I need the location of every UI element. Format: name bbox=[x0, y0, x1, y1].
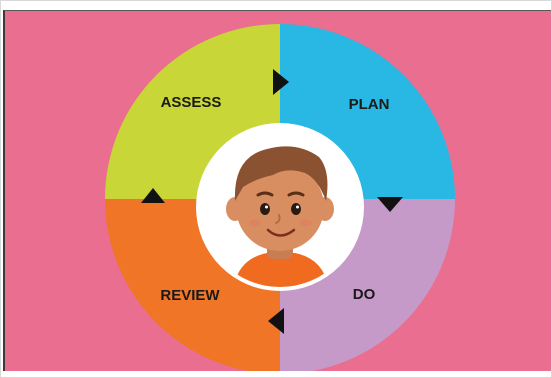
cycle-diagram: ASSESS PLAN DO REVIEW bbox=[5, 11, 551, 371]
poster: ASSESS PLAN DO REVIEW bbox=[3, 10, 551, 371]
arrow-do-to-review bbox=[268, 308, 284, 334]
arrow-review-to-assess bbox=[141, 188, 165, 203]
label-plan: PLAN bbox=[349, 96, 390, 113]
arrow-plan-to-do bbox=[377, 197, 403, 212]
label-assess: ASSESS bbox=[161, 94, 222, 111]
smiling-boy-avatar-icon bbox=[196, 123, 364, 291]
label-do: DO bbox=[353, 286, 376, 303]
label-review: REVIEW bbox=[160, 287, 220, 304]
arrow-assess-to-plan bbox=[273, 69, 289, 95]
